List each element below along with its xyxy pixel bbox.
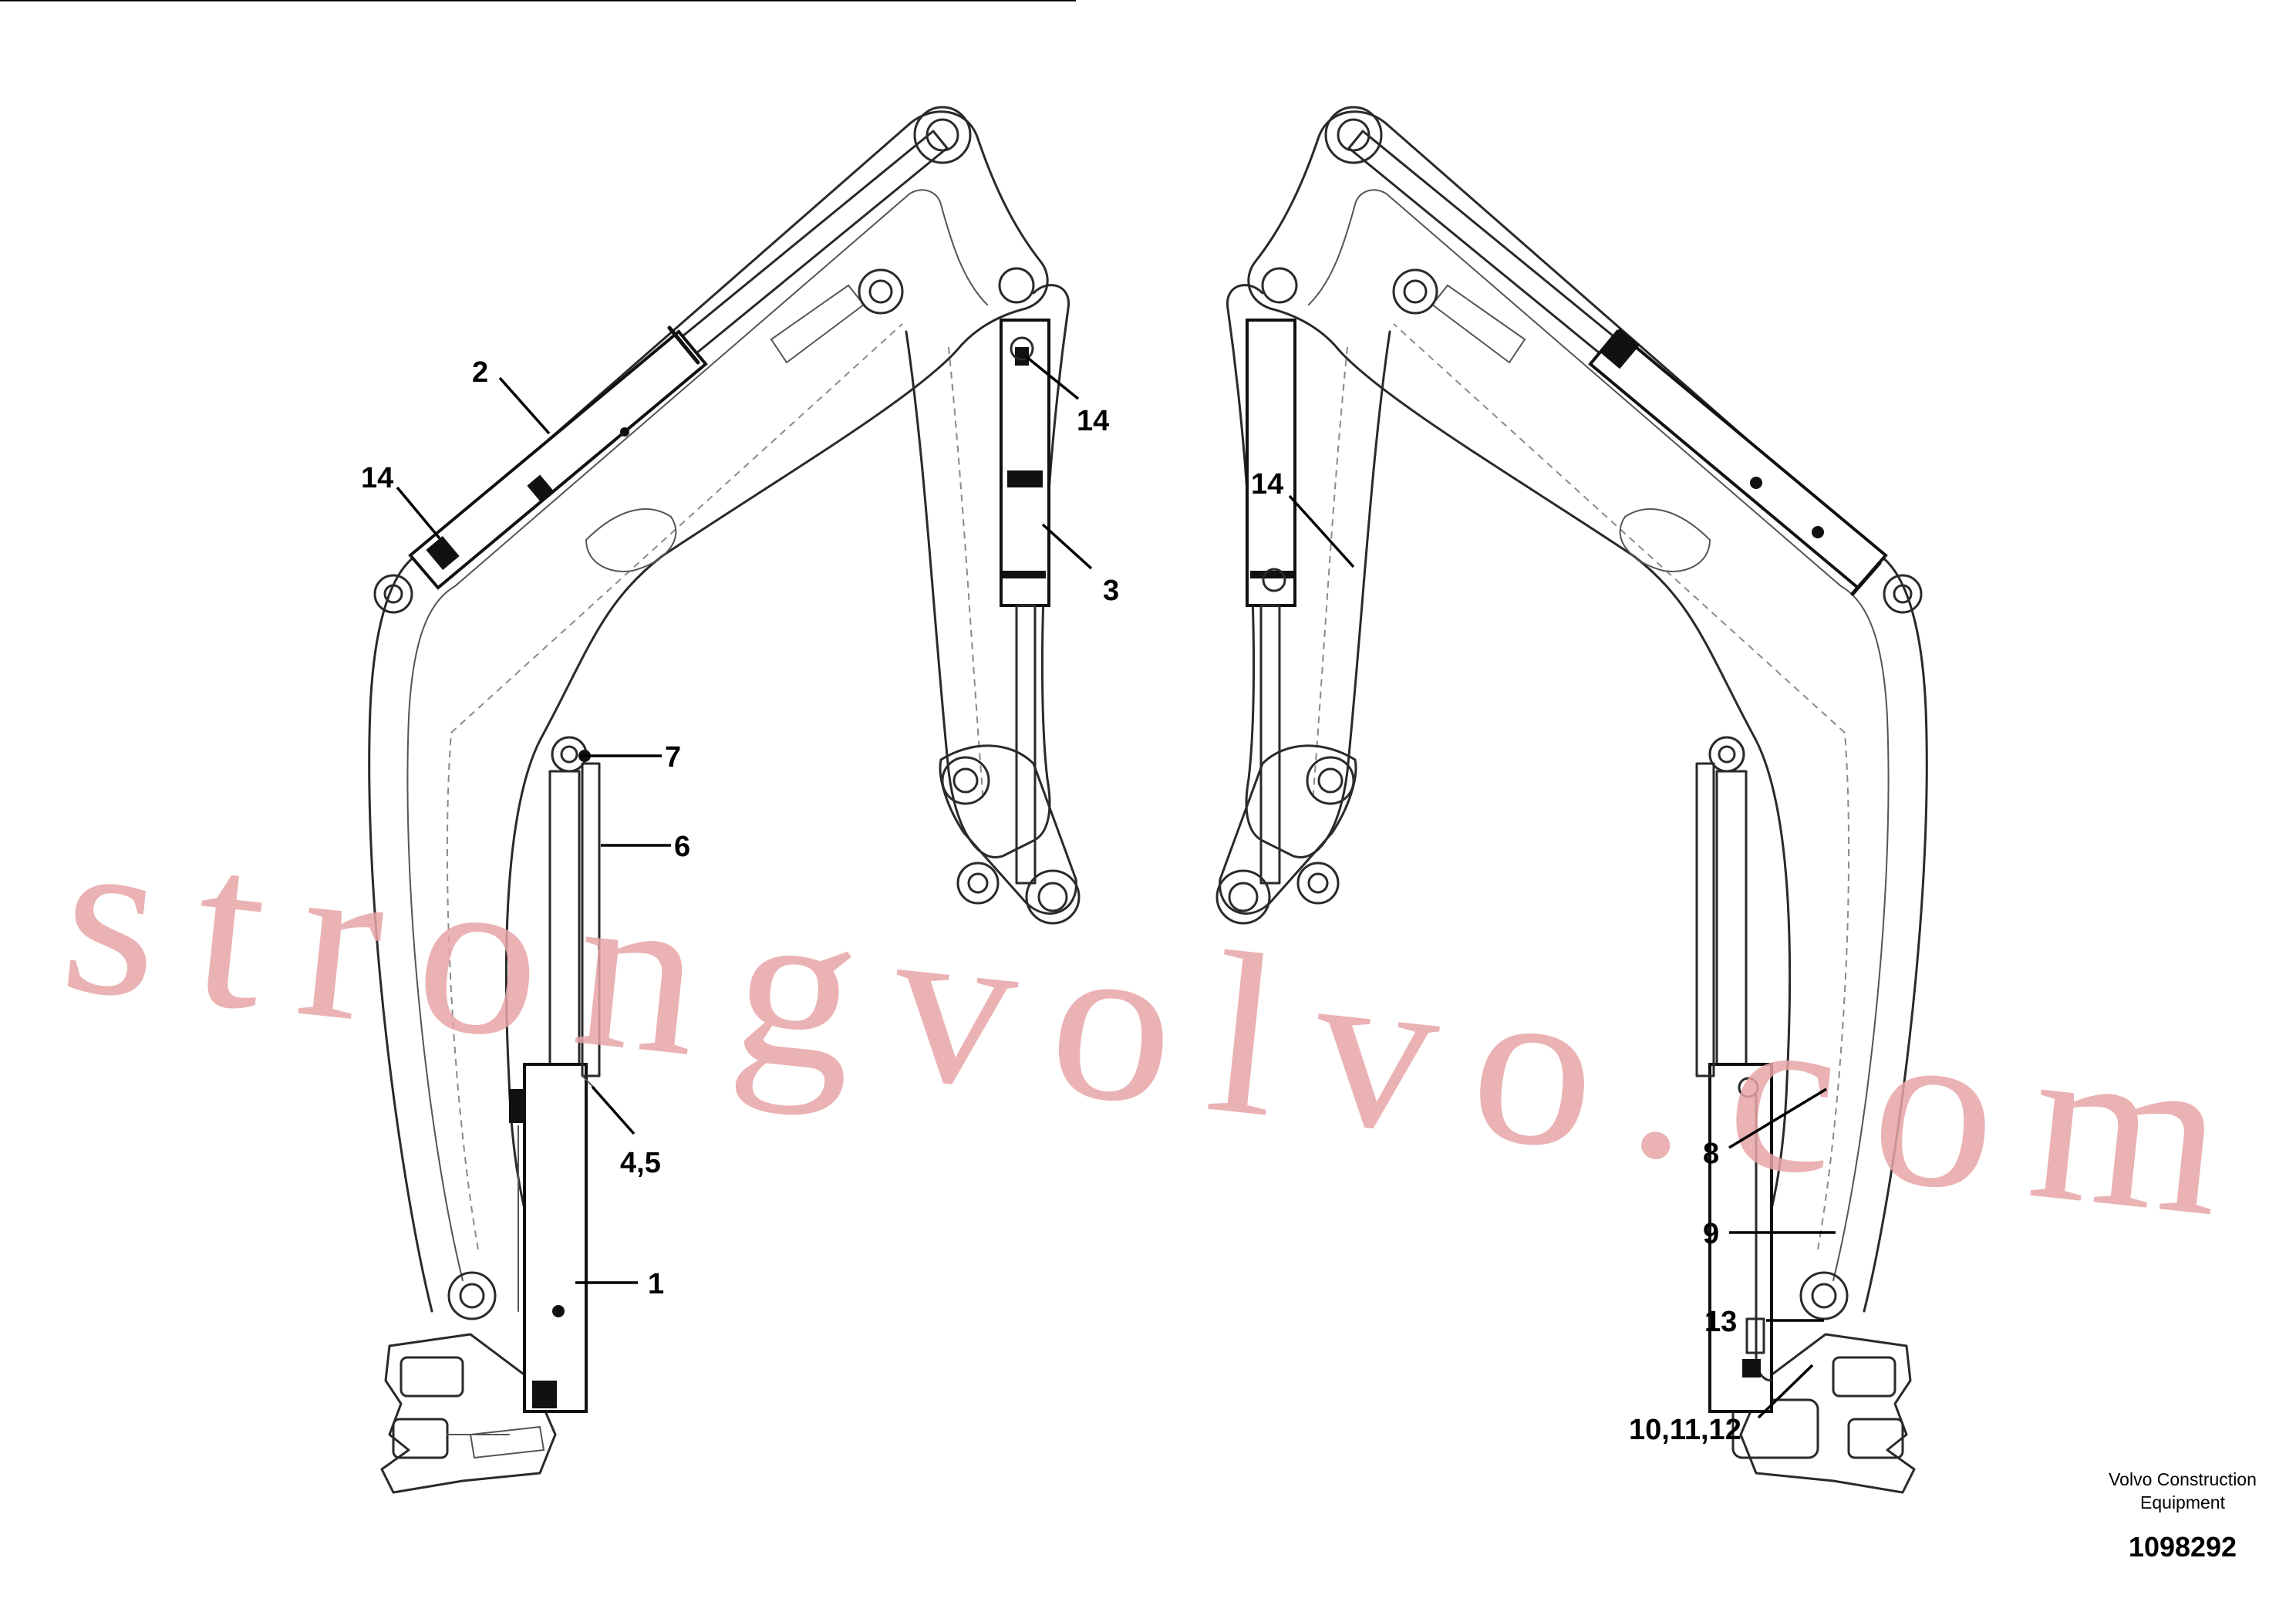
callout-3: 3 [1103,575,1119,607]
watermark: strongvolvo.com [52,783,2272,1269]
callout-13: 13 [1704,1306,1737,1338]
callout-7: 7 [665,741,681,774]
callout-4-5: 4,5 [620,1147,661,1179]
callout-2: 2 [472,356,488,389]
callout-labels: 2 14 14 3 14 7 6 4,5 1 8 9 13 10,11,12 [361,356,1741,1446]
callout-8: 8 [1703,1138,1719,1170]
callout-14-left: 14 [361,462,393,494]
left-cylinder-2 [408,130,949,590]
right-boom-assembly [1215,106,1928,1494]
left-cylinder-3 [1000,319,1050,885]
callout-10-11-12: 10,11,12 [1629,1414,1741,1446]
callout-14-center: 14 [1077,405,1109,437]
left-boom-assembly [368,106,1081,1494]
callout-6: 6 [674,831,690,863]
callout-9: 9 [1703,1218,1719,1250]
leader-lines [0,0,1836,1419]
callout-1: 1 [648,1268,664,1300]
callout-14-right: 14 [1251,468,1283,501]
drawing-number: 1098292 [2129,1531,2237,1563]
company-name-line1: Volvo Construction [2109,1469,2257,1489]
company-name-line2: Equipment [2140,1492,2226,1512]
left-cylinder-1 [509,770,588,1413]
title-block: Volvo Construction Equipment 1098292 [2109,1469,2257,1563]
